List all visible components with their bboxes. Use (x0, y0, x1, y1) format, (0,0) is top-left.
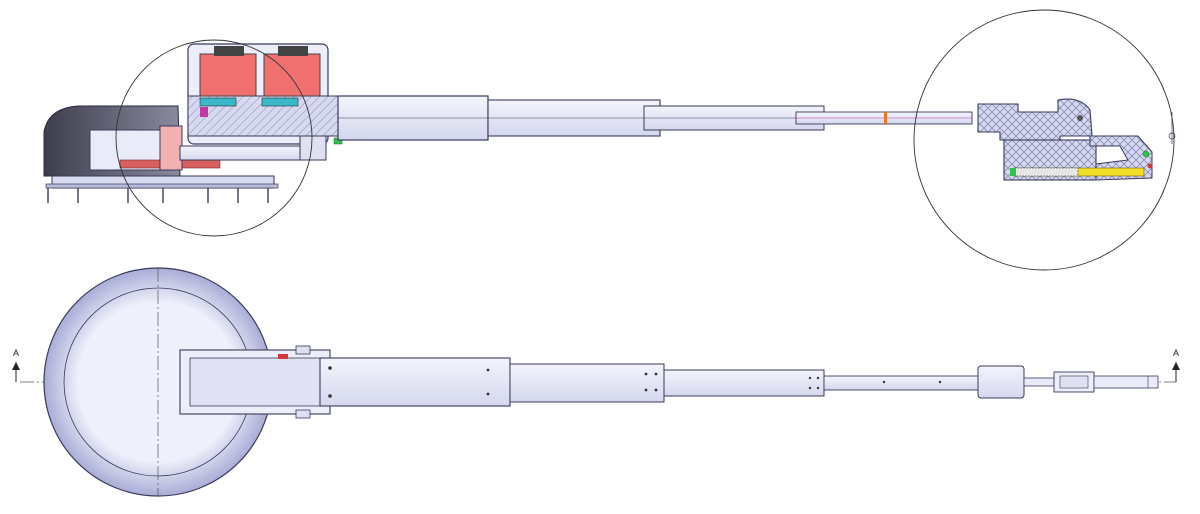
motor-left (199, 53, 257, 97)
joint-red-detail (278, 354, 288, 359)
spring-coil (1013, 167, 1079, 177)
orange-marker (884, 112, 887, 124)
drive-shaft (179, 145, 311, 161)
probe-tip (1168, 132, 1176, 140)
base-plate-lower (45, 183, 279, 189)
section-marker-right: A (1173, 348, 1179, 358)
detail-circle-base (115, 39, 313, 237)
motor-right (263, 53, 321, 97)
arm-top-section-1 (319, 357, 511, 407)
section-view (43, 9, 1176, 271)
section-marker-left-icon: A (12, 348, 20, 382)
top-view: A A (12, 267, 1180, 497)
gripper-frame-inner (1059, 375, 1089, 389)
green-marker-tip (1010, 168, 1016, 176)
base-feet (47, 188, 269, 203)
bearing-magenta (200, 107, 208, 117)
pivot-pin (1077, 115, 1083, 121)
green-pin (1142, 150, 1150, 158)
end-effector-body (977, 98, 1093, 141)
joint-ear-left (295, 345, 311, 355)
arm-top-section-2 (509, 363, 665, 403)
bearing-left (199, 97, 237, 107)
arm-top-section-4 (823, 375, 981, 391)
gripper-rod (1023, 377, 1055, 387)
joint-bracket-inner (189, 357, 321, 407)
joint-bracket (299, 135, 327, 161)
section-marker-right-icon: A (1172, 348, 1180, 382)
gripper-collar (977, 365, 1025, 399)
motor-right-cap (278, 46, 308, 56)
bearing-right (261, 97, 299, 107)
joint-ear-right (295, 409, 311, 419)
motor-left-cap (214, 46, 244, 56)
arm-top-section-3 (663, 369, 825, 397)
bolt-dots (328, 366, 942, 398)
red-pin (1147, 163, 1153, 169)
section-marker-left: A (13, 348, 19, 358)
detail-circle-gripper (913, 9, 1175, 271)
gear-block (159, 125, 183, 171)
gripper-finger (1093, 375, 1159, 389)
